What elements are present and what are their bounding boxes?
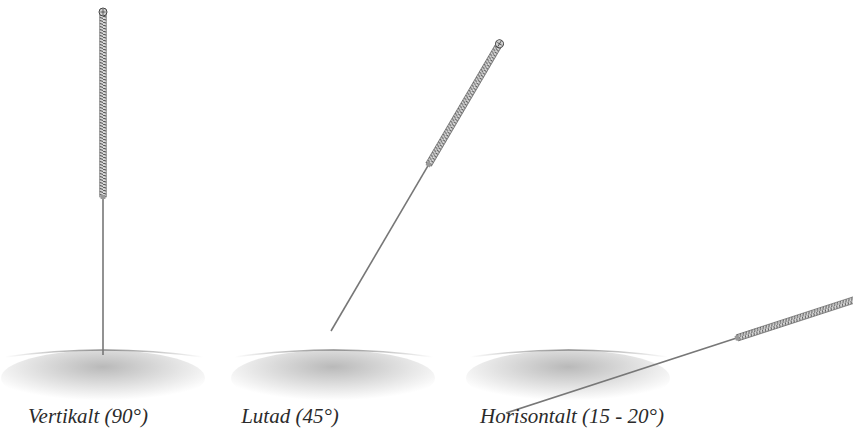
- angle-label: Lutad (45°): [241, 404, 339, 429]
- needle-horizontal: [505, 280, 853, 416]
- needle-oblique: [328, 38, 505, 333]
- skin-surface: [1, 350, 670, 406]
- needle-vertical: [99, 8, 107, 355]
- angle-label: Vertikalt (90°): [28, 404, 148, 429]
- angle-label: Horisontalt (15 - 20°): [480, 404, 664, 429]
